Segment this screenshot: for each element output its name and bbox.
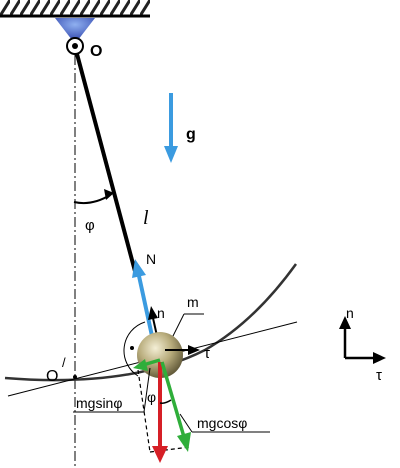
reference-frame [339, 316, 386, 364]
tangent-axis-label: τ [204, 345, 210, 362]
angle-label-lower: φ [147, 389, 156, 405]
gravity-label: g [186, 126, 196, 143]
angle-label-top: φ [85, 217, 95, 234]
weight-arrow [152, 362, 168, 463]
cos-component-arrow [160, 361, 191, 452]
rod-length-label: l [143, 207, 149, 229]
pendulum-bob [137, 332, 183, 378]
ground-point-dot [73, 375, 77, 379]
frame-tangent-label: τ [376, 367, 382, 384]
tangential-label-leader [143, 367, 151, 413]
tangent-axis-arrow [165, 345, 200, 355]
normal-force-label: N [146, 251, 156, 267]
gravity-arrow [164, 93, 178, 163]
sin-component-arrow [133, 358, 161, 371]
angle-arc-arrowhead [104, 189, 114, 200]
mass-leader-line [171, 313, 185, 339]
normal-axis-label: n [157, 305, 165, 321]
pivot-mount [55, 18, 95, 55]
frame-normal-label: n [346, 305, 354, 321]
normal-force-arrow [132, 259, 154, 337]
ceiling [0, 0, 150, 18]
tangential-component-label: mgsinφ [76, 395, 122, 411]
ground-point-label: O [46, 368, 58, 385]
normal-component-label: mgcosφ [197, 415, 247, 431]
angle-arc-lower [159, 399, 172, 404]
trajectory-curve [4, 263, 298, 382]
pendulum-rod [75, 53, 138, 276]
pivot-label: O [90, 43, 102, 60]
normal-label-leader [179, 413, 193, 433]
ground-point-prime: / [62, 355, 66, 370]
mass-label: m [187, 294, 199, 310]
right-angle-dot [130, 346, 134, 350]
right-angle-arc [123, 321, 146, 377]
angle-arc-top [73, 194, 111, 205]
